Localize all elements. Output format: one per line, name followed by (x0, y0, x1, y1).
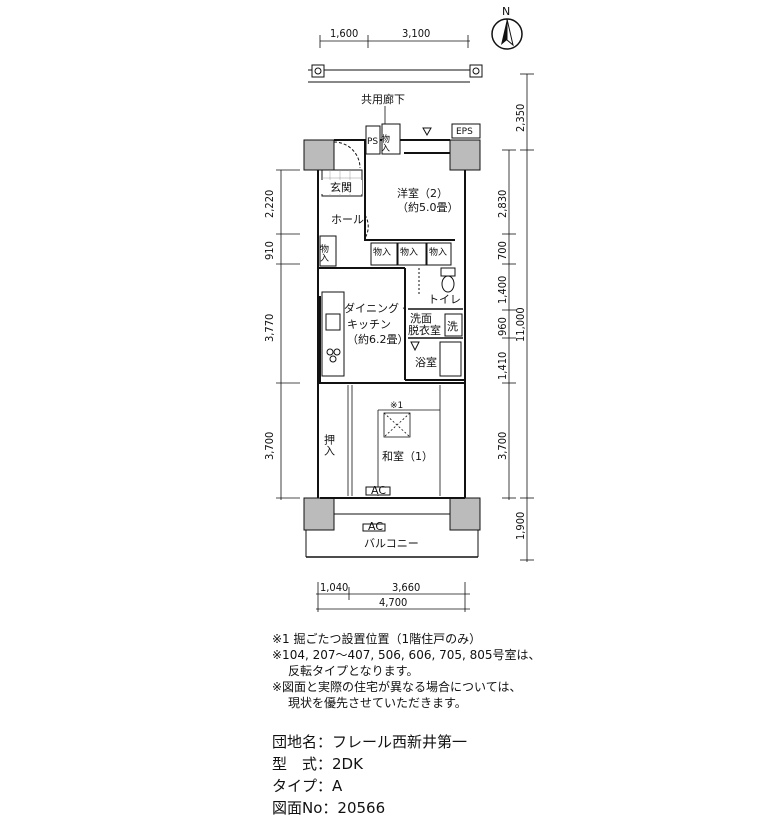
storage-top-label: 物入 (379, 133, 390, 152)
compass-label: N (502, 5, 510, 18)
note-5: 現状を優先させていただきます。 (288, 696, 467, 710)
dim-left-3: 3,770 (263, 314, 276, 342)
type-value: A (332, 777, 343, 795)
ps-label: PS (367, 137, 378, 147)
dim-right-outer-2: 11,000 (514, 307, 527, 342)
toilet-fixture-icon (440, 267, 456, 293)
dk-name-2: キッチン (347, 318, 391, 331)
storage-b-label: 物入 (400, 246, 418, 258)
storage-c-label: 物入 (429, 246, 447, 258)
washroom-label-1: 洗面 (410, 312, 432, 325)
toilet-label: トイレ (428, 293, 461, 306)
model-value: 2DK (332, 755, 363, 773)
western-room-size: （約5.0畳） (397, 200, 459, 214)
storage-a (370, 242, 398, 266)
dim-right-inner-3: 1,400 (496, 276, 509, 304)
closet-label: 押入 (323, 433, 336, 456)
dim-left-4: 3,700 (263, 432, 276, 460)
floor-plan: N 1,600 3,100 共用廊下 PS 物 (263, 5, 534, 612)
ac-balcony-label: AC (368, 520, 383, 533)
storage-b (397, 242, 427, 266)
washroom-label-2: 脱衣室 (408, 323, 441, 337)
corridor-label: 共用廊下 (361, 92, 405, 106)
dim-bottom-total: 4,700 (379, 596, 407, 609)
dim-left-1: 2,220 (263, 190, 276, 218)
western-room-name: 洋室（2） (397, 186, 448, 200)
corridor-line (308, 64, 483, 83)
complex-row: 団地名：フレール西新井第一 (272, 731, 467, 753)
north-compass-icon: N (491, 5, 523, 50)
dim-top-2: 3,100 (402, 27, 430, 40)
entrance-label: 玄関 (330, 180, 352, 194)
outer-walls (303, 139, 481, 531)
ac-inner-label: AC (371, 484, 386, 497)
washer-box (444, 313, 463, 337)
ps-box (365, 125, 381, 155)
top-dimension (319, 35, 470, 48)
hall-label: ホール (331, 213, 364, 226)
eps-box (451, 123, 481, 139)
note-1: ※1 掘ごたつ設置位置（1階住戸のみ） (272, 632, 482, 646)
note-2: ※104, 207～407, 506, 606, 705, 805号室は、 (272, 648, 541, 662)
note-4: ※図面と実際の住宅が異なる場合については、 (272, 680, 522, 694)
storage-c (426, 242, 452, 266)
dim-right-inner-5: 1,410 (496, 352, 509, 380)
dim-right-inner-2: 700 (496, 241, 509, 260)
kotatsu-mark: ※1 (390, 401, 403, 411)
dim-top-1: 1,600 (330, 27, 358, 40)
dim-right-inner-6: 3,700 (496, 432, 509, 460)
dim-bottom-1: 1,040 (320, 581, 348, 594)
type-row: タイプ：A (272, 775, 467, 797)
property-info: 団地名：フレール西新井第一 型 式：2DK タイプ：A 図面No：20566 (272, 731, 467, 819)
dim-right-inner-1: 2,830 (496, 190, 509, 218)
japanese-room-label: 和室（1） (382, 449, 433, 463)
dim-right-outer-1: 2,350 (514, 104, 527, 132)
dim-bottom-2: 3,660 (392, 581, 420, 594)
plan-notes: ※1 掘ごたつ設置位置（1階住戸のみ） ※104, 207～407, 506, … (272, 631, 541, 711)
drawing-value: 20566 (337, 799, 386, 817)
balcony-label: バルコニー (364, 537, 419, 550)
eps-label: EPS (456, 127, 473, 137)
dk-name-1: ダイニング・ (344, 301, 410, 315)
drawing-row: 図面No：20566 (272, 797, 467, 819)
dk-size: （約6.2畳） (347, 332, 409, 346)
top-storage (381, 123, 401, 155)
drawing-key: 図面No： (272, 799, 338, 817)
entrance-area (320, 141, 363, 197)
kitchen-counter (321, 291, 345, 377)
balcony-area (305, 513, 479, 558)
ac-inner-box (365, 486, 391, 496)
bathtub (439, 341, 462, 377)
storage-a-label: 物入 (373, 246, 391, 258)
model-row: 型 式：2DK (272, 753, 467, 775)
model-key: 型 式： (272, 755, 333, 773)
dim-left-2: 910 (263, 241, 276, 260)
shoe-cabinet (319, 235, 337, 267)
dim-right-outer-3: 1,900 (514, 512, 527, 540)
japanese-room-floor (320, 385, 465, 499)
bathroom-label: 浴室 (415, 355, 437, 369)
complex-value: フレール西新井第一 (332, 733, 468, 751)
type-key: タイプ： (272, 777, 333, 795)
complex-key: 団地名： (272, 733, 333, 751)
dim-right-inner-4: 960 (496, 317, 509, 336)
shoe-cabinet-label: 物入 (318, 243, 329, 262)
note-3: 反転タイプとなります。 (288, 664, 419, 678)
vent-icon (422, 127, 432, 137)
washer-label: 洗 (447, 320, 458, 333)
